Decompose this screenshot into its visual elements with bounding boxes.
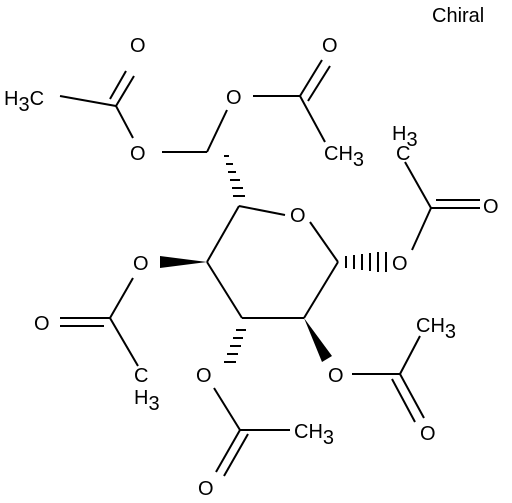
atom-o-carbonyl-left: O bbox=[130, 35, 146, 57]
hash-bond-c3-o3 bbox=[224, 329, 246, 363]
atom-o1-ester: O bbox=[392, 253, 408, 275]
atom-o2-ester: O bbox=[328, 365, 344, 387]
bond-acyl-right-carbonyl-2 bbox=[307, 65, 331, 102]
atom-o-carbonyl-right: O bbox=[322, 35, 338, 57]
atom-o2-carbonyl: O bbox=[420, 423, 436, 445]
atom-o-ester-c6-left: O bbox=[130, 143, 146, 165]
bond-acyl4-methyl bbox=[109, 317, 139, 367]
bond-c1-c2 bbox=[303, 261, 339, 319]
atom-o4-ester: O bbox=[133, 253, 149, 275]
atom-o-ester-c6-right: O bbox=[226, 87, 242, 109]
svg-text:CH3: CH3 bbox=[324, 143, 364, 171]
methyl-c4-acetate: C H3 bbox=[134, 365, 160, 415]
bond-c6-o-right bbox=[206, 109, 228, 153]
bond-acyl-left-carbonyl bbox=[115, 75, 135, 107]
bonds bbox=[59, 59, 480, 477]
bond-acyl2-carbonyl bbox=[399, 373, 425, 419]
hash-bond-c5-c6 bbox=[224, 155, 245, 197]
methyl-left: H3C bbox=[4, 88, 44, 116]
svg-text:C: C bbox=[134, 365, 148, 387]
methyl-c3-acetate: CH3 bbox=[294, 421, 334, 449]
svg-text:H3C: H3C bbox=[4, 88, 44, 116]
bond-o3-acyl bbox=[213, 387, 241, 431]
atom-o3-carbonyl: O bbox=[198, 478, 214, 500]
bond-acyl-left-carbonyl-2 bbox=[109, 70, 127, 100]
atom-o4-carbonyl: O bbox=[34, 313, 50, 335]
svg-text:H3: H3 bbox=[392, 123, 418, 151]
bond-acyl1-methyl bbox=[404, 161, 432, 209]
bond-acyl-right-carbonyl bbox=[299, 59, 323, 97]
atom-o3-ester: O bbox=[196, 365, 212, 387]
methyl-c2-acetate: CH3 bbox=[416, 315, 456, 343]
svg-text:CH3: CH3 bbox=[416, 315, 456, 343]
bond-o4-acyl bbox=[109, 277, 134, 319]
svg-text:CH3: CH3 bbox=[294, 421, 334, 449]
bond-c3-c4 bbox=[206, 261, 243, 319]
bond-acyl-left-methyl bbox=[59, 95, 117, 107]
methyl-right-top: CH3 bbox=[324, 143, 364, 171]
bond-o-left-acyl bbox=[115, 105, 134, 139]
bond-c4-c5 bbox=[206, 205, 240, 263]
bond-o1-acyl bbox=[411, 207, 432, 251]
bond-acyl3-carbonyl bbox=[215, 429, 241, 473]
methyl-c1-acetate: H3 C bbox=[392, 123, 418, 165]
atom-labels: O O O O O O O O O O O O O bbox=[34, 35, 499, 500]
bond-c5-ring-o bbox=[238, 205, 286, 216]
svg-text:C: C bbox=[396, 143, 410, 165]
atom-ring-o: O bbox=[290, 205, 306, 227]
wedge-bond-c4-o4 bbox=[160, 256, 207, 268]
hash-bond-c1-o1 bbox=[345, 252, 387, 272]
atom-o1-carbonyl: O bbox=[483, 196, 499, 218]
bond-acyl2-carbonyl-2 bbox=[391, 378, 416, 423]
bond-acyl3-carbonyl-2 bbox=[223, 433, 249, 477]
bond-acyl2-methyl bbox=[399, 335, 421, 375]
bond-ring-o-c1 bbox=[309, 221, 339, 263]
chiral-label: Chiral bbox=[432, 5, 484, 27]
svg-text:H3: H3 bbox=[134, 387, 160, 415]
stereo-bonds bbox=[160, 155, 387, 363]
bond-acyl-right-methyl bbox=[299, 95, 326, 143]
wedge-bond-c2-o2 bbox=[304, 318, 332, 362]
